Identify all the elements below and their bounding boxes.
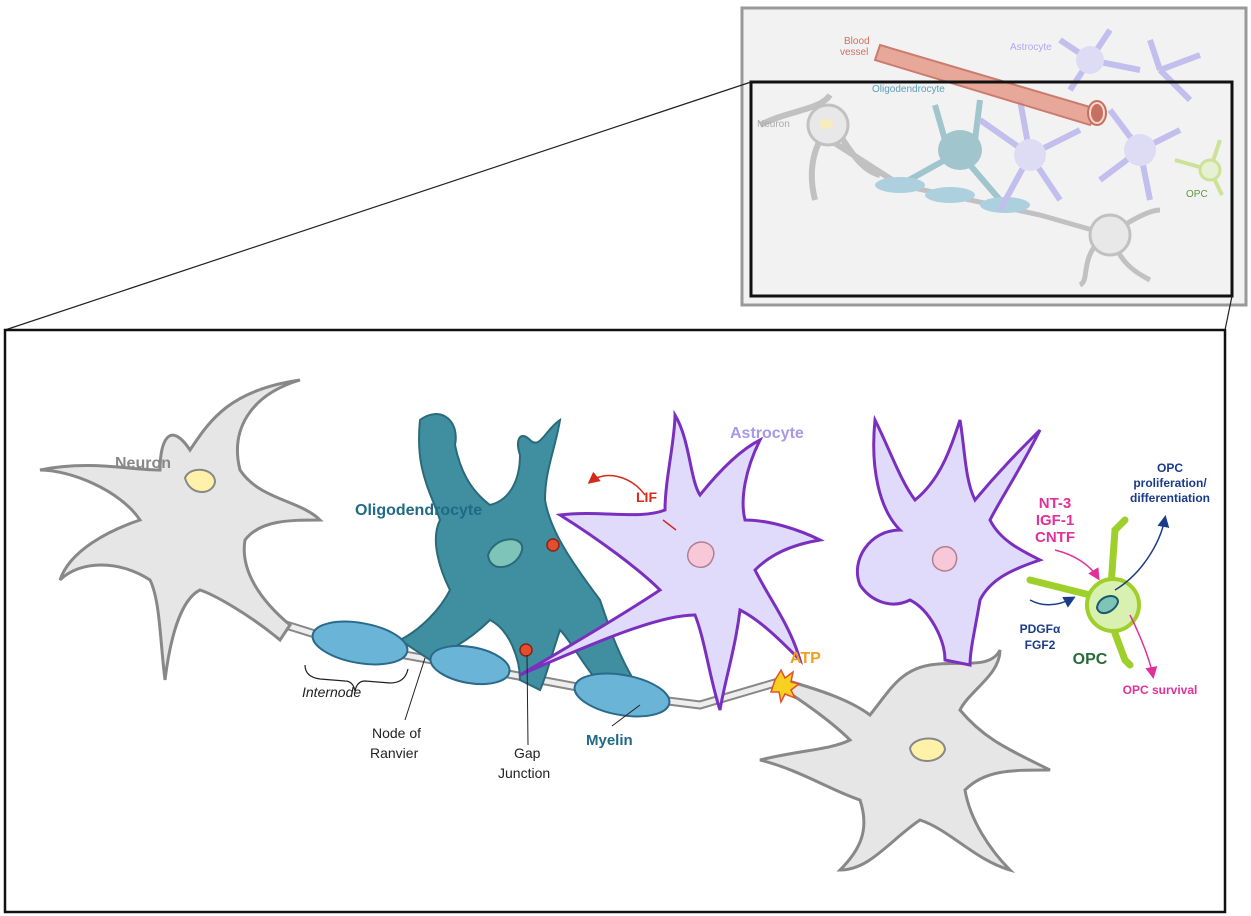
astrocyte-left <box>519 409 825 711</box>
gap-junction-pointer <box>526 654 529 746</box>
inset-neuron-label: Neuron <box>757 119 790 130</box>
myelin-sheath <box>311 620 409 666</box>
internode-brace <box>304 664 409 692</box>
atp-release-burst <box>769 668 801 705</box>
zoom-line-left <box>4 81 752 331</box>
opc-survival-label: OPC survival <box>1123 683 1198 697</box>
astrocyte-nucleus <box>931 546 958 572</box>
opc-label: OPC <box>1073 651 1108 668</box>
gap-junction-label-2: Junction <box>498 765 550 781</box>
gap-junction-marker <box>546 538 560 552</box>
astrocyte-right <box>855 414 1044 667</box>
inset-astrocyte-label: Astrocyte <box>1010 42 1052 53</box>
gap-junction-marker <box>519 643 533 657</box>
oligodendrocyte-label: Oligodendrocyte <box>355 502 482 519</box>
oligodendrocyte-nucleus <box>486 538 524 569</box>
factor-fgf2: FGF2 <box>1025 638 1056 652</box>
myelin-label: Myelin <box>586 732 633 749</box>
blood-vessel <box>873 43 1102 127</box>
astrocyte-nucleus <box>687 541 715 569</box>
neuron-top-left <box>39 378 324 681</box>
pdgf-arrow <box>1029 596 1076 608</box>
node-of-ranvier-label: Node of <box>372 725 421 741</box>
trophic-factors-arrow <box>1054 549 1100 581</box>
neuron-nucleus <box>183 468 217 493</box>
myelin-sheath <box>429 644 511 686</box>
proliferation-arrow <box>1114 515 1170 591</box>
inset-blood-vessel-label: Blood <box>844 36 870 47</box>
lif-arrow <box>587 471 646 496</box>
zoom-region-box <box>749 80 1234 298</box>
factor-igf1: IGF-1 <box>1036 512 1074 529</box>
myelin-sheaths <box>311 620 671 718</box>
opc-cell <box>1026 516 1141 669</box>
factor-cntf: CNTF <box>1035 529 1075 546</box>
gap-junction-label: Gap <box>514 745 541 761</box>
survival-arrow <box>1129 614 1158 679</box>
node-of-ranvier-pointer <box>404 657 426 721</box>
opc-prolif-label-3: differentiation <box>1130 491 1210 505</box>
neuron-nucleus <box>908 737 947 762</box>
internode-label: Internode <box>302 684 361 700</box>
myelin-pointer <box>611 704 641 727</box>
inset-frame <box>740 6 1248 307</box>
myelin-sheath <box>573 672 671 718</box>
lif-label: LIF <box>636 489 657 505</box>
neuron-label: Neuron <box>115 455 171 472</box>
oligodendrocyte-cell <box>398 413 643 692</box>
atp-label: ATP <box>790 650 821 667</box>
inset-blood-vessel-label-2: vessel <box>840 47 868 58</box>
opc-prolif-label: OPC <box>1157 461 1183 475</box>
zoom-line-right <box>1224 295 1233 331</box>
inset-oligodendrocyte-label: Oligodendrocyte <box>872 84 945 95</box>
opc-prolif-label-2: proliferation/ <box>1133 476 1207 490</box>
neuron-bottom-right <box>759 649 1051 874</box>
inset-cells <box>758 28 1224 288</box>
factor-nt3: NT-3 <box>1039 495 1072 512</box>
node-of-ranvier-label-2: Ranvier <box>370 745 419 761</box>
astrocyte-label: Astrocyte <box>730 425 804 442</box>
factor-pdgfa: PDGFα <box>1020 622 1061 636</box>
overview-inset: Blood vessel Astrocyte Oligodendrocyte N… <box>740 6 1248 307</box>
opc-nucleus <box>1095 595 1120 615</box>
inset-opc-label: OPC <box>1186 189 1208 200</box>
